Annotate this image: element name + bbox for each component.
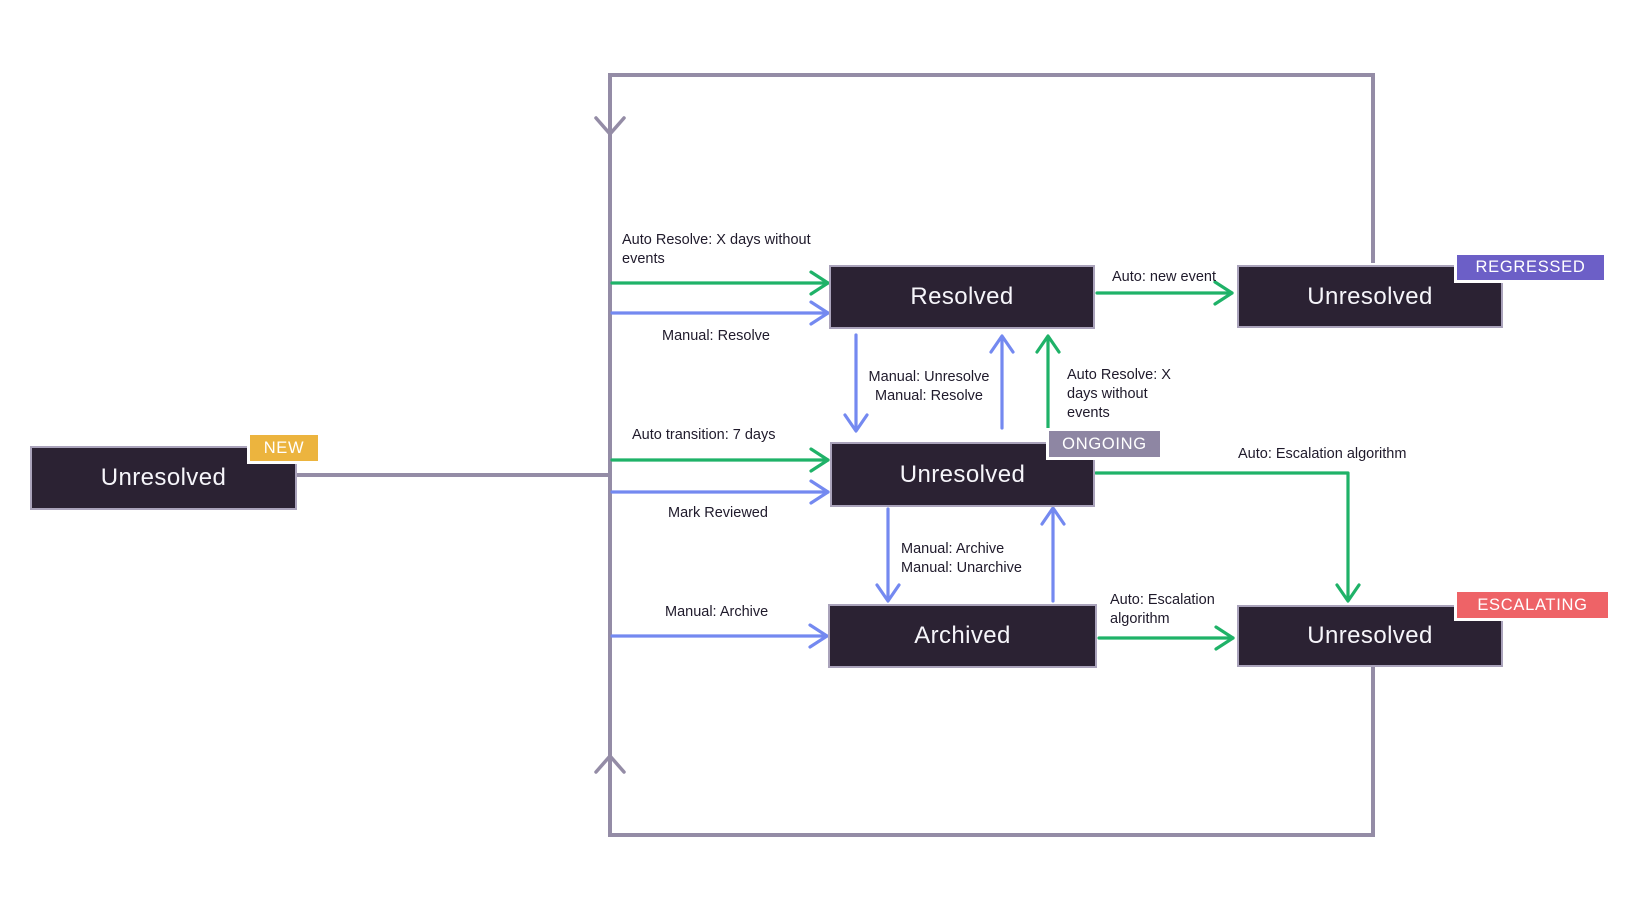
arrow-manual-unarchive-up xyxy=(1040,506,1066,603)
state-resolved: Resolved xyxy=(829,265,1095,329)
arrowhead-icon xyxy=(809,479,830,505)
arrowhead-icon xyxy=(808,623,829,649)
label-manual-archive: Manual: Archive xyxy=(665,604,769,620)
loop-arrowhead-up-icon xyxy=(594,754,626,774)
arrow-auto-resolve-ongoing-to-resolved xyxy=(1035,334,1061,430)
arrow-escalation-archived-to-escalating xyxy=(1097,625,1235,651)
arrow-mark-reviewed-to-ongoing xyxy=(610,479,830,505)
arrow-auto-new-event-to-regressed xyxy=(1095,280,1234,306)
badge-regressed: REGRESSED xyxy=(1454,252,1607,283)
label-manual-resolve: Manual: Resolve xyxy=(662,328,770,344)
arrowhead-icon xyxy=(1214,625,1235,651)
arrowhead-icon xyxy=(1035,334,1061,354)
arrow-escalation-ongoing-to-escalating xyxy=(1094,471,1361,603)
badge-escalating: ESCALATING xyxy=(1454,589,1611,621)
arrow-manual-archive-down xyxy=(875,507,901,603)
loop-outline xyxy=(608,73,1375,837)
label-manual-archive-unarchive: Manual: Archive Manual: Unarchive xyxy=(901,541,1022,576)
badge-ongoing: ONGOING xyxy=(1046,428,1163,460)
label-auto-resolve-days: Auto Resolve: X days without events xyxy=(622,232,811,267)
arrowhead-icon xyxy=(843,413,869,433)
arrowhead-icon xyxy=(1335,583,1361,603)
badge-new: NEW xyxy=(247,432,321,464)
label-auto-resolve-days-right: Auto Resolve: X days without events xyxy=(1067,367,1171,421)
state-label: Unresolved xyxy=(100,464,227,491)
label-auto-transition-7-days: Auto transition: 7 days xyxy=(632,427,776,443)
arrowhead-icon xyxy=(1213,280,1234,306)
label-mark-reviewed: Mark Reviewed xyxy=(668,505,768,521)
arrowhead-icon xyxy=(875,583,901,603)
arrow-auto-transition-to-ongoing xyxy=(610,447,830,473)
label-auto-new-event: Auto: new event xyxy=(1112,269,1216,285)
arrowhead-icon xyxy=(809,447,830,473)
state-label: Unresolved xyxy=(1307,282,1433,310)
arrow-manual-archive-to-archived xyxy=(610,623,829,649)
state-label: Unresolved xyxy=(1307,622,1433,649)
arrowhead-icon xyxy=(989,334,1015,354)
loop-arrowhead-down-icon xyxy=(594,116,626,136)
state-label: Archived xyxy=(914,622,1011,649)
arrow-auto-resolve-to-resolved xyxy=(610,270,830,296)
auto-transition-arrows xyxy=(610,270,1361,651)
arrow-manual-unresolve-down xyxy=(843,333,869,433)
label-manual-unresolve-resolve: Manual: Unresolve Manual: Resolve xyxy=(868,369,990,404)
state-label: Resolved xyxy=(910,283,1014,310)
label-auto-escalation-algorithm: Auto: Escalation algorithm xyxy=(1238,446,1407,462)
arrowhead-icon xyxy=(809,300,830,326)
arrowhead-icon xyxy=(809,270,830,296)
arrowhead-icon xyxy=(1040,506,1066,526)
arrow-manual-resolve-up xyxy=(989,334,1015,430)
label-auto-escalation-algorithm-bottom: Auto: Escalation algorithm xyxy=(1110,592,1215,627)
state-archived: Archived xyxy=(828,604,1097,668)
manual-transition-arrows xyxy=(610,300,1066,649)
feedback-loop xyxy=(297,73,1375,837)
state-label: Unresolved xyxy=(899,460,1026,488)
arrow-manual-resolve-to-resolved xyxy=(610,300,830,326)
